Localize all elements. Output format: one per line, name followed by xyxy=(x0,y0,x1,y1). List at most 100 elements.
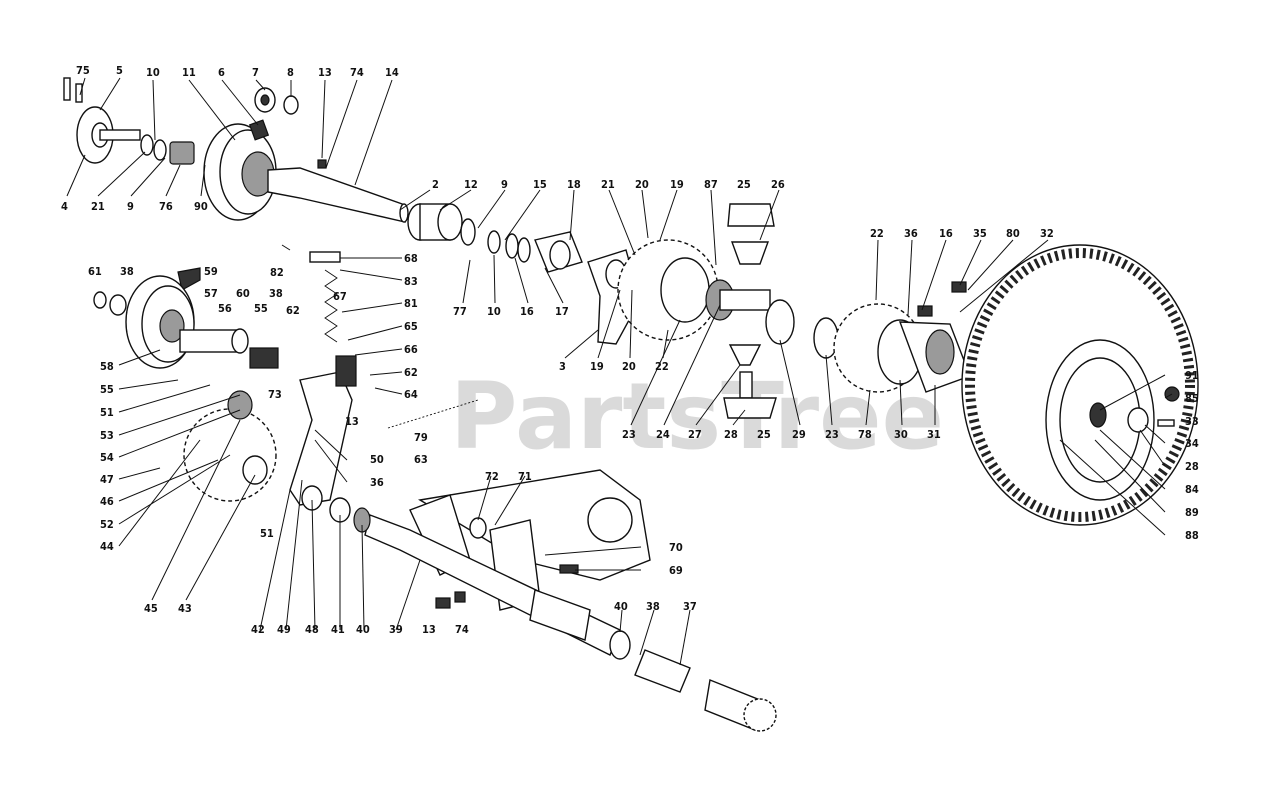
callout-label: 66 xyxy=(404,343,418,356)
callout-label: 30 xyxy=(894,428,908,441)
callout-label: 58 xyxy=(100,360,114,373)
callout-label: 13 xyxy=(422,623,436,636)
callout-label: 74 xyxy=(350,66,364,79)
callout-label: 11 xyxy=(182,66,196,79)
callout-label: 60 xyxy=(236,287,250,300)
callout-label: 8 xyxy=(287,66,294,79)
callout-label: 13 xyxy=(345,415,359,428)
callout-label: 47 xyxy=(100,473,114,486)
callout-label: 84 xyxy=(1185,483,1199,496)
callout-label: 17 xyxy=(555,305,569,318)
callout-label: 42 xyxy=(251,623,265,636)
callout-label: 23 xyxy=(825,428,839,441)
callout-label: 83 xyxy=(404,275,418,288)
callout-label: 36 xyxy=(904,227,918,240)
callout-label: 68 xyxy=(404,252,418,265)
callout-label: 16 xyxy=(520,305,534,318)
upper-shaft-assembly xyxy=(63,77,971,419)
callout-label: 20 xyxy=(622,360,636,373)
callout-label: 63 xyxy=(414,453,428,466)
callout-label: 76 xyxy=(159,200,173,213)
callout-label: 88 xyxy=(1185,529,1199,542)
callout-label: 45 xyxy=(144,602,158,615)
callout-label: 79 xyxy=(414,431,428,444)
callout-label: 54 xyxy=(100,451,114,464)
callout-label: 25 xyxy=(737,178,751,191)
callout-label: 4 xyxy=(61,200,68,213)
callout-label: 48 xyxy=(305,623,319,636)
callout-label: 67 xyxy=(333,290,347,303)
callout-label: 56 xyxy=(218,302,232,315)
callout-label: 64 xyxy=(404,388,418,401)
callout-label: 62 xyxy=(286,304,300,317)
callout-label: 85 xyxy=(1185,392,1199,405)
callout-label: 69 xyxy=(669,564,683,577)
callout-label: 90 xyxy=(194,200,208,213)
callout-label: 51 xyxy=(260,527,274,540)
callout-label: 82 xyxy=(270,266,284,279)
callout-label: 38 xyxy=(120,265,134,278)
callout-label: 74 xyxy=(455,623,469,636)
callout-label: 33 xyxy=(1185,415,1199,428)
callout-label: 49 xyxy=(277,623,291,636)
callout-label: 37 xyxy=(683,600,697,613)
callout-label: 44 xyxy=(100,540,114,553)
callout-label: 22 xyxy=(655,360,669,373)
callout-label: 43 xyxy=(178,602,192,615)
callout-label: 35 xyxy=(973,227,987,240)
callout-label: 26 xyxy=(771,178,785,191)
callout-label: 40 xyxy=(356,623,370,636)
callout-label: 50 xyxy=(370,453,384,466)
callout-label: 21 xyxy=(601,178,615,191)
callout-label: 14 xyxy=(385,66,399,79)
callout-label: 25 xyxy=(757,428,771,441)
callout-label: 10 xyxy=(146,66,160,79)
callout-label: 29 xyxy=(792,428,806,441)
lower-axle-assembly xyxy=(301,469,777,732)
callout-label: 28 xyxy=(724,428,738,441)
callout-label: 20 xyxy=(635,178,649,191)
callout-label: 55 xyxy=(254,302,268,315)
callout-label: 3 xyxy=(559,360,566,373)
callout-label: 41 xyxy=(331,623,345,636)
callout-label: 70 xyxy=(669,541,683,554)
callout-label: 51 xyxy=(100,406,114,419)
callout-label: 19 xyxy=(590,360,604,373)
callout-label: 71 xyxy=(518,470,532,483)
callout-label: 21 xyxy=(91,200,105,213)
callout-label: 31 xyxy=(927,428,941,441)
callout-label: 6 xyxy=(218,66,225,79)
callout-label: 23 xyxy=(622,428,636,441)
callout-label: 9 xyxy=(501,178,508,191)
callout-label: 27 xyxy=(688,428,702,441)
callout-label: 24 xyxy=(656,428,670,441)
callout-label: 80 xyxy=(1006,227,1020,240)
callout-label: 5 xyxy=(116,64,123,77)
callout-label: 18 xyxy=(567,178,581,191)
callout-labels: 75 5 10 11 6 7 8 13 74 14 4 21 9 76 90 2… xyxy=(61,64,1199,636)
callout-label: 55 xyxy=(100,383,114,396)
callout-label: 12 xyxy=(464,178,478,191)
callout-label: 57 xyxy=(204,287,218,300)
callout-label: 62 xyxy=(404,366,418,379)
callout-label: 61 xyxy=(88,265,102,278)
callout-label: 46 xyxy=(100,495,114,508)
callout-label: 87 xyxy=(704,178,718,191)
callout-label: 19 xyxy=(670,178,684,191)
callout-label: 39 xyxy=(389,623,403,636)
callout-label: 38 xyxy=(646,600,660,613)
callout-label: 28 xyxy=(1185,460,1199,473)
callout-label: 91 xyxy=(1185,369,1199,382)
callout-label: 9 xyxy=(127,200,134,213)
callout-label: 10 xyxy=(487,305,501,318)
callout-label: 72 xyxy=(485,470,499,483)
callout-label: 75 xyxy=(76,64,90,77)
rear-wheel xyxy=(961,244,1199,526)
callout-label: 77 xyxy=(453,305,467,318)
callout-label: 52 xyxy=(100,518,114,531)
clutch-assembly xyxy=(93,251,479,506)
callout-label: 40 xyxy=(614,600,628,613)
callout-label: 81 xyxy=(404,297,418,310)
callout-label: 7 xyxy=(252,66,259,79)
